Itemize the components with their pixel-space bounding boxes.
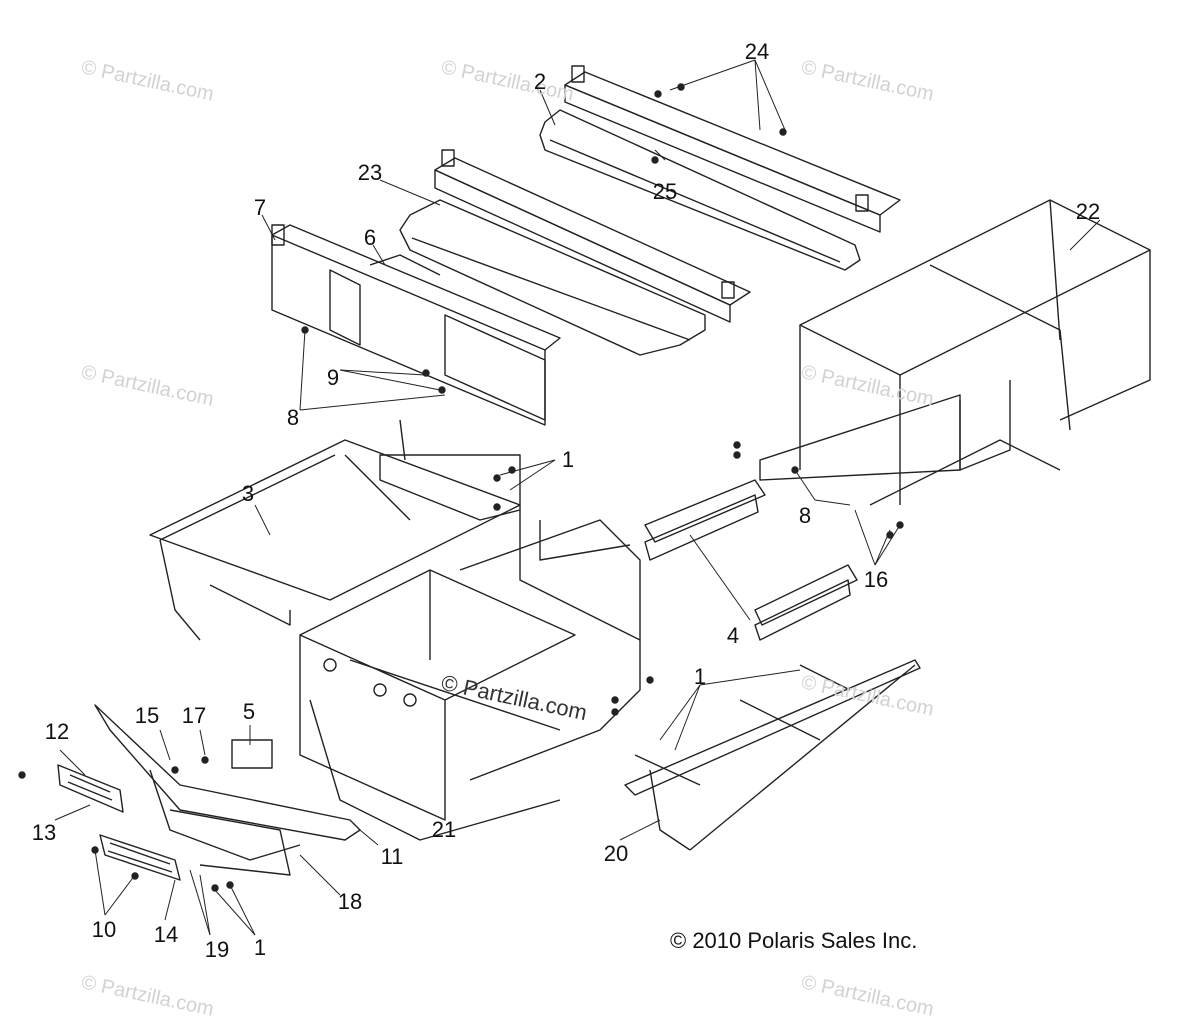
callout-1: 1 bbox=[253, 935, 267, 960]
callout-9: 9 bbox=[326, 365, 340, 390]
callout-17: 17 bbox=[181, 703, 207, 728]
callout-10: 10 bbox=[91, 917, 117, 942]
callout-1: 1 bbox=[561, 447, 575, 472]
callout-2: 2 bbox=[533, 69, 547, 94]
fasteners bbox=[18, 83, 904, 892]
callout-12: 12 bbox=[44, 719, 70, 744]
callout-5: 5 bbox=[242, 699, 256, 724]
callout-11: 11 bbox=[380, 844, 404, 869]
part-21-chassis bbox=[299, 510, 641, 841]
callout-22: 22 bbox=[1075, 199, 1101, 224]
callout-21: 21 bbox=[431, 817, 457, 842]
callout-25: 25 bbox=[652, 179, 678, 204]
callout-18: 18 bbox=[337, 889, 363, 914]
callout-7: 7 bbox=[253, 195, 267, 220]
callout-6: 6 bbox=[363, 225, 377, 250]
callout-23: 23 bbox=[357, 160, 383, 185]
callout-3: 3 bbox=[241, 481, 255, 506]
part-4-cross-members bbox=[644, 479, 858, 641]
callout-15: 15 bbox=[134, 703, 160, 728]
callout-16: 16 bbox=[863, 567, 889, 592]
copyright-notice: © 2010 Polaris Sales Inc. bbox=[670, 928, 918, 953]
part-14-grill bbox=[99, 834, 181, 881]
callout-14: 14 bbox=[153, 922, 179, 947]
callout-8: 8 bbox=[286, 405, 300, 430]
part-23-frame bbox=[399, 149, 751, 356]
part-18-bumper bbox=[94, 704, 361, 876]
callout-13: 13 bbox=[31, 820, 57, 845]
part-2-frame bbox=[539, 65, 901, 271]
callout-1: 1 bbox=[693, 664, 707, 689]
callout-8: 8 bbox=[798, 503, 812, 528]
callout-20: 20 bbox=[603, 841, 629, 866]
leader-lines bbox=[54, 59, 1101, 936]
callout-4: 4 bbox=[726, 623, 740, 648]
part-20-rail-frame bbox=[624, 659, 921, 851]
part-3-floor-frame bbox=[149, 419, 521, 641]
callout-19: 19 bbox=[204, 937, 230, 962]
part-12-grill bbox=[57, 764, 124, 813]
part-7-hitch-frame bbox=[271, 224, 561, 426]
callout-24: 24 bbox=[744, 39, 770, 64]
part-22-cab-frame bbox=[759, 199, 1151, 506]
